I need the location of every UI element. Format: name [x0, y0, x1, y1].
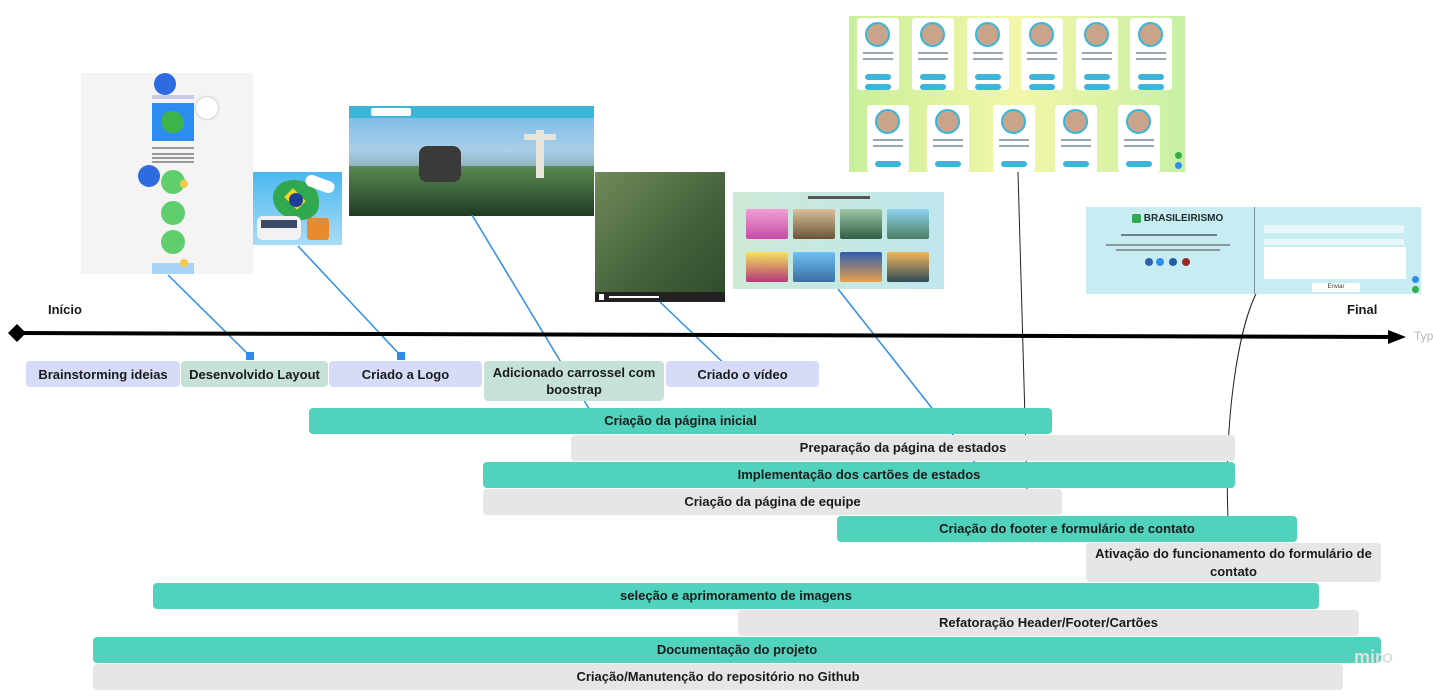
connector-pin: [397, 352, 405, 360]
avatar: [975, 22, 1000, 47]
team-member-card[interactable]: [912, 18, 954, 90]
state-card-image[interactable]: [840, 252, 882, 282]
task-bar-state-cards[interactable]: Implementação dos cartões de estados: [483, 462, 1235, 488]
milestone-brainstorming[interactable]: Brainstorming ideias: [26, 361, 180, 387]
team-member-card[interactable]: [1021, 18, 1063, 90]
linkedin-icon[interactable]: [1169, 258, 1177, 266]
task-bar-documentation[interactable]: Documentação do projeto: [93, 637, 1381, 663]
avatar: [935, 109, 960, 134]
video-progress[interactable]: [609, 296, 659, 298]
connector-pin: [246, 352, 254, 360]
state-card-image[interactable]: [793, 252, 835, 282]
video-thumbnail[interactable]: [595, 172, 725, 302]
twitter-icon[interactable]: [1156, 258, 1164, 266]
connector-layout: [167, 274, 251, 357]
task-bar-refactor[interactable]: Refatoração Header/Footer/Cartões: [738, 610, 1359, 636]
milestone-video[interactable]: Criado o vídeo: [666, 361, 819, 387]
logo-icon: [1132, 213, 1141, 223]
avatar: [875, 109, 900, 134]
team-member-card[interactable]: [867, 105, 909, 172]
avatar: [1126, 109, 1151, 134]
team-member-card[interactable]: [1130, 18, 1172, 90]
avatar: [1063, 109, 1088, 134]
map-image: [152, 103, 194, 141]
avatar: [1138, 22, 1163, 47]
github-icon[interactable]: [1182, 258, 1190, 266]
avatar-icon: [196, 97, 218, 119]
scroll-top-icon[interactable]: [1175, 162, 1182, 169]
state-card-image[interactable]: [840, 209, 882, 239]
team-member-card[interactable]: [1118, 105, 1160, 172]
task-bar-form-activation[interactable]: Ativação do funcionamento do formulário …: [1086, 543, 1381, 582]
whatsapp-icon[interactable]: [1412, 286, 1419, 293]
state-card-image[interactable]: [793, 209, 835, 239]
states-page-thumbnail[interactable]: [733, 192, 944, 289]
team-member-card[interactable]: [1055, 105, 1097, 172]
avatar-icon: [138, 165, 160, 187]
task-bar-github-repo[interactable]: Criação/Manutenção do repositório no Git…: [93, 664, 1343, 690]
avatar: [865, 22, 890, 47]
avatar-icon: [154, 73, 176, 95]
bus-image: [257, 216, 301, 240]
email-field[interactable]: [1264, 239, 1404, 245]
facebook-icon[interactable]: [1145, 258, 1153, 266]
play-pause-icon[interactable]: [599, 294, 604, 300]
milestone-carousel[interactable]: Adicionado carrossel com boostrap: [484, 361, 664, 401]
team-member-card[interactable]: [927, 105, 969, 172]
milestone-logo[interactable]: Criado a Logo: [329, 361, 482, 387]
name-field[interactable]: [1264, 225, 1404, 233]
miro-watermark: miro: [1354, 647, 1394, 667]
timeline-start-diamond: [8, 324, 26, 342]
state-card-image[interactable]: [887, 252, 929, 282]
task-bar-footer-form[interactable]: Criação do footer e formulário de contat…: [837, 516, 1297, 542]
scroll-top-icon[interactable]: [1412, 276, 1419, 283]
footer-form-thumbnail[interactable]: BRASILEIRISMO Enviar: [1086, 207, 1421, 294]
team-member-card[interactable]: [967, 18, 1009, 90]
milestone-layout[interactable]: Desenvolvido Layout: [181, 361, 328, 387]
team-member-card[interactable]: [1076, 18, 1118, 90]
message-field[interactable]: [1264, 247, 1406, 279]
state-card-image[interactable]: [746, 209, 788, 239]
team-member-card[interactable]: [857, 18, 899, 90]
brand-logo-icon: [371, 108, 411, 116]
connector-logo: [297, 245, 402, 357]
layout-wireframe-thumbnail[interactable]: [81, 73, 253, 274]
avatar: [1029, 22, 1054, 47]
timeline-axis: [16, 331, 1396, 339]
cable-car-image: [419, 146, 461, 182]
state-card-image[interactable]: [887, 209, 929, 239]
task-bar-team-page[interactable]: Criação da página de equipe: [483, 489, 1062, 515]
task-bar-states-page[interactable]: Preparação da página de estados: [571, 435, 1235, 461]
navbar: [349, 106, 594, 118]
logo-thumbnail[interactable]: [253, 172, 342, 245]
task-bar-home-page[interactable]: Criação da página inicial: [309, 408, 1052, 434]
whatsapp-icon[interactable]: [1175, 152, 1182, 159]
task-bar-images[interactable]: seleção e aprimoramento de imagens: [153, 583, 1319, 609]
avatar: [1084, 22, 1109, 47]
team-page-thumbnail[interactable]: [849, 16, 1185, 172]
timeline-end-arrow: [1388, 330, 1406, 344]
avatar: [1001, 109, 1026, 134]
luggage-image: [307, 218, 329, 240]
send-button[interactable]: Enviar: [1312, 283, 1360, 292]
state-card-image[interactable]: [746, 252, 788, 282]
team-member-card[interactable]: [993, 105, 1035, 172]
timeline-end-label: Final: [1347, 302, 1378, 317]
timeline-start-label: Início: [48, 302, 82, 317]
footer-brand-logo: BRASILEIRISMO: [1132, 213, 1223, 224]
avatar: [920, 22, 945, 47]
carousel-thumbnail[interactable]: [349, 106, 594, 216]
footer-brand-text: BRASILEIRISMO: [1143, 213, 1224, 224]
text-placeholder[interactable]: Typ: [1414, 329, 1433, 343]
